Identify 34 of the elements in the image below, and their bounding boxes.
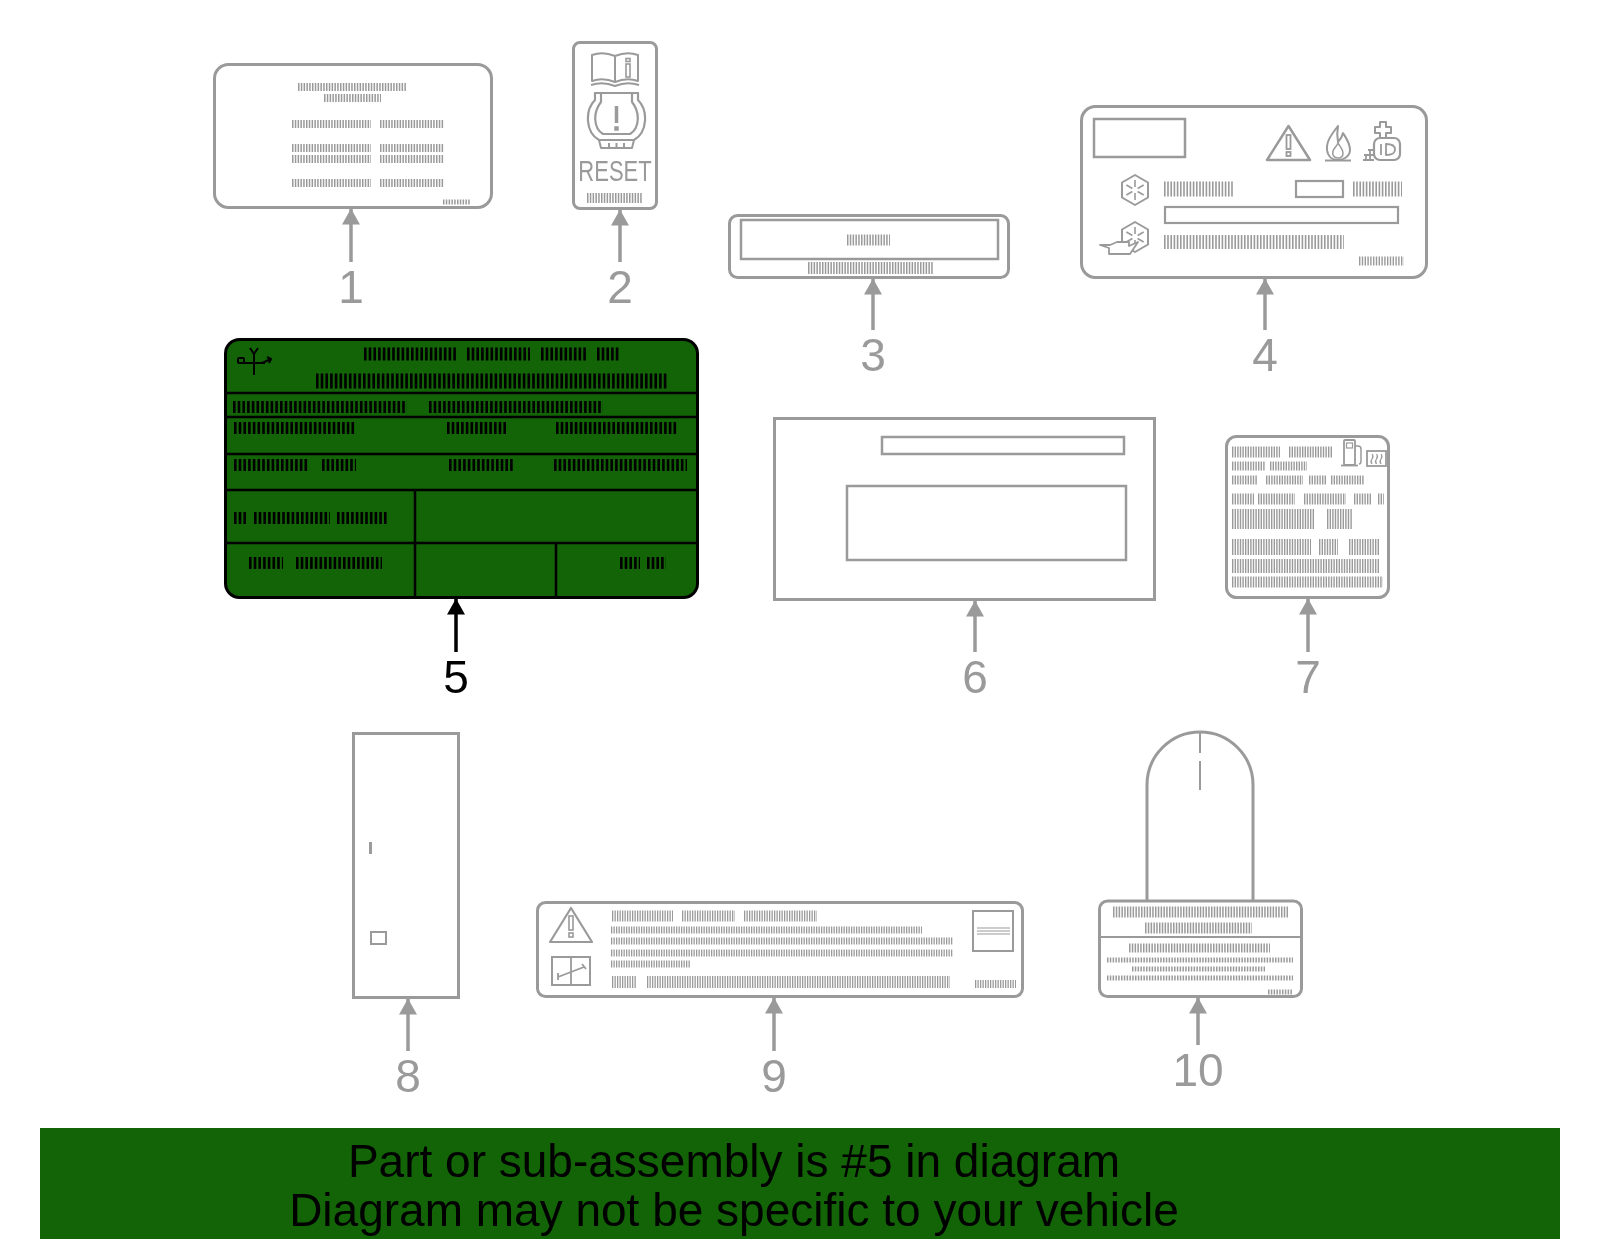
callout-number: 5 bbox=[443, 654, 469, 700]
footer-banner bbox=[40, 1128, 1560, 1239]
callout-number: 1 bbox=[338, 264, 364, 310]
leader-arrow bbox=[447, 598, 465, 652]
leader-arrow bbox=[765, 997, 783, 1051]
label-drawing bbox=[773, 417, 1156, 601]
label-drawing bbox=[1225, 435, 1390, 599]
callout-number: 3 bbox=[860, 332, 886, 378]
label-drawing bbox=[1080, 105, 1428, 279]
leader-arrow bbox=[399, 998, 417, 1051]
leader-arrow bbox=[1189, 997, 1207, 1045]
leader-arrow bbox=[1299, 598, 1317, 652]
callout-number: 8 bbox=[395, 1053, 421, 1099]
label-drawing bbox=[728, 214, 1010, 279]
label-drawing bbox=[213, 63, 493, 209]
highlighted-label-drawing bbox=[224, 338, 699, 599]
leader-arrow bbox=[342, 208, 360, 262]
callout-number: 2 bbox=[607, 264, 633, 310]
banner-text: Diagram may not be specific to your vehicle bbox=[289, 1186, 1179, 1235]
reset-sticker bbox=[572, 41, 658, 210]
sticker-text: RESET bbox=[578, 157, 652, 187]
leader-arrow bbox=[611, 209, 629, 262]
label-drawing bbox=[352, 732, 460, 999]
label-drawing bbox=[1098, 730, 1303, 998]
leader-arrow bbox=[864, 278, 882, 330]
leader-arrow bbox=[1256, 278, 1274, 330]
callout-number: 6 bbox=[962, 654, 988, 700]
callout-number: 4 bbox=[1252, 332, 1278, 378]
leader-arrow bbox=[966, 600, 984, 652]
callout-number: 9 bbox=[761, 1053, 787, 1099]
callout-number: 7 bbox=[1295, 654, 1321, 700]
banner-text: Part or sub-assembly is #5 in diagram bbox=[347, 1137, 1121, 1186]
callout-number: 10 bbox=[1172, 1047, 1224, 1093]
label-drawing bbox=[536, 901, 1024, 998]
